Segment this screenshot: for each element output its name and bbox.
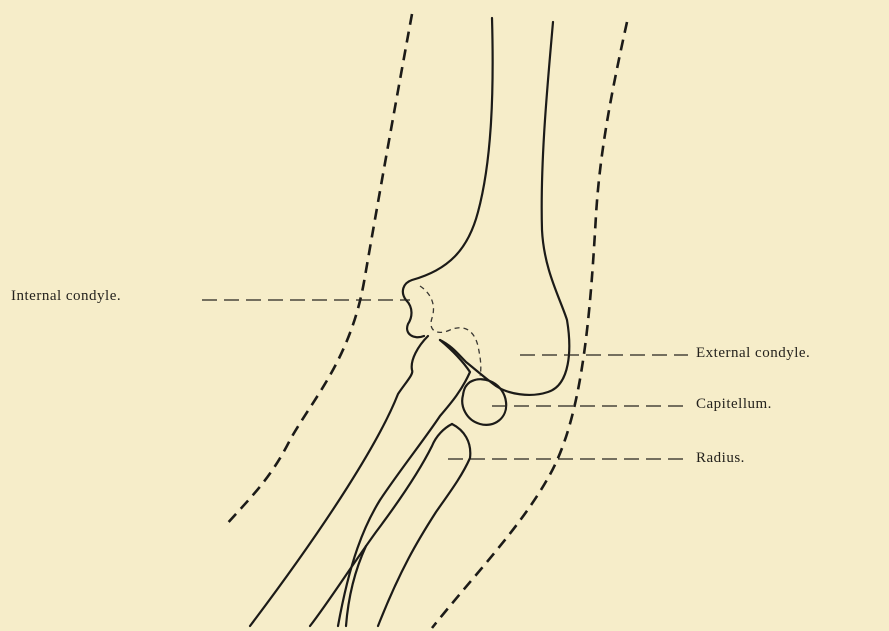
capitellum-label: Capitellum. [696,397,772,412]
skin-outline-left [226,14,412,525]
humerus-inner-edge [403,18,493,337]
radius-label: Radius. [696,451,745,466]
internal-condyle-label: Internal condyle. [11,289,121,304]
radius-shaft-line [346,546,366,626]
ulna-outline [250,336,428,626]
capitellum-shape [462,379,506,425]
radius-outline [310,424,452,626]
external-condyle-label: External condyle. [696,346,810,361]
ulna-inner-edge [338,340,470,626]
skin-outline-right [432,22,627,628]
humerus-outer-edge [440,22,569,395]
condyle-hidden-contour [420,286,481,376]
radius-inner-edge [378,424,470,626]
